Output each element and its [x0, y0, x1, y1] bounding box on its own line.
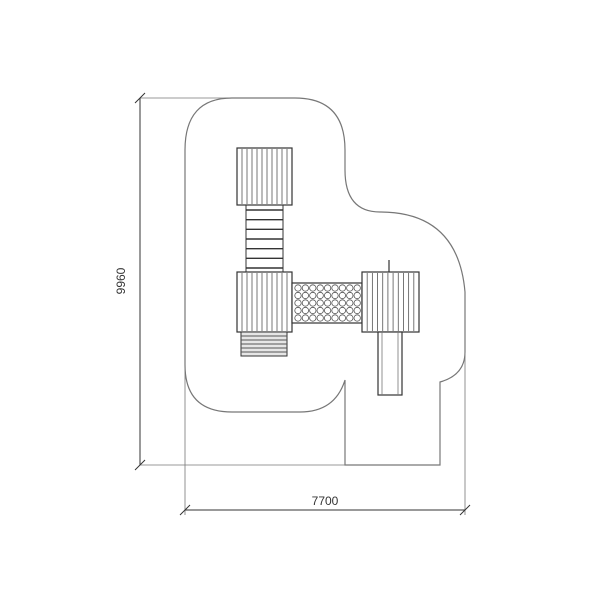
net-cell: [294, 284, 302, 292]
net-cell: [323, 314, 332, 322]
net-cell: [353, 314, 361, 322]
width-dimension: 7700: [179, 352, 471, 516]
net-cell: [323, 306, 332, 315]
net-cell: [316, 314, 324, 322]
net-cell: [316, 306, 324, 315]
net-cell: [301, 314, 309, 322]
tower-middle-planks: [241, 273, 288, 331]
tower-right: [361, 271, 420, 333]
net-cell: [294, 314, 302, 322]
tower-right-planks: [366, 273, 415, 331]
net-cell: [301, 284, 309, 292]
net-cell: [353, 299, 361, 307]
stairs: [240, 331, 288, 357]
ladder: [245, 205, 284, 272]
net-cell: [309, 284, 317, 292]
slide: [377, 331, 403, 396]
net-cell: [331, 291, 339, 300]
net-bridge: [291, 282, 363, 324]
net-cell: [294, 306, 302, 315]
net-cell: [338, 306, 346, 315]
net-cell: [353, 284, 361, 292]
net-cell: [294, 299, 302, 307]
net-cell: [309, 299, 317, 307]
net-cell: [331, 306, 339, 315]
ladder-rungs: [246, 209, 283, 269]
safety-zone-outline: [184, 97, 466, 466]
height-dimension: 9960: [114, 92, 345, 471]
net-cell: [346, 284, 354, 292]
net-cell: [294, 291, 302, 300]
tower-top-planks: [241, 149, 288, 204]
net-cell: [301, 291, 309, 300]
width-dimension-label: 7700: [312, 494, 339, 508]
net-cell: [338, 284, 346, 292]
net-cell: [316, 299, 324, 307]
net-cell: [346, 299, 354, 307]
net-cell: [338, 314, 346, 322]
net-cell: [301, 306, 309, 315]
tower-middle: [236, 271, 293, 333]
net-cell: [331, 299, 339, 307]
net-cell: [338, 299, 346, 307]
stair-steps: [241, 335, 287, 353]
net-cell: [323, 284, 332, 292]
net-cell: [323, 291, 332, 300]
bridge-net-pattern: [294, 284, 361, 322]
net-cell: [309, 314, 317, 322]
net-cell: [331, 314, 339, 322]
net-cell: [353, 291, 361, 300]
net-cell: [316, 291, 324, 300]
net-cell: [309, 291, 317, 300]
tower-top: [236, 147, 293, 206]
net-cell: [331, 284, 339, 292]
net-cell: [346, 306, 354, 315]
net-cell: [301, 299, 309, 307]
net-cell: [353, 306, 361, 315]
net-cell: [316, 284, 324, 292]
height-dimension-label: 9960: [114, 267, 128, 294]
net-cell: [309, 306, 317, 315]
net-cell: [346, 314, 354, 322]
net-cell: [323, 299, 332, 307]
net-cell: [338, 291, 346, 300]
net-cell: [346, 291, 354, 300]
